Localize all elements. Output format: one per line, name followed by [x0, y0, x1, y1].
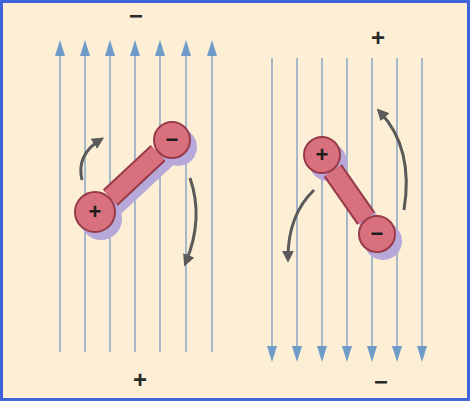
ball-circle	[154, 122, 190, 158]
bar-outline	[110, 153, 158, 198]
rotation-arrow	[81, 140, 100, 180]
field-arrowhead	[155, 40, 165, 56]
dipole-end: +	[74, 191, 116, 233]
field-line	[211, 50, 213, 352]
plate-charge: −	[374, 370, 388, 394]
field-lines-up	[55, 40, 217, 352]
rotation-arrow	[288, 190, 314, 258]
field-line	[296, 58, 298, 352]
ball-circle	[75, 192, 115, 232]
field-line	[371, 58, 373, 352]
rotation-arrow	[380, 112, 406, 210]
field-line	[271, 58, 273, 352]
dipole-shadows	[80, 128, 402, 260]
charge-sign: −	[153, 121, 191, 159]
dipole-end: +	[303, 136, 341, 174]
dipole-end: −	[358, 215, 396, 253]
field-line	[396, 58, 398, 352]
field-arrowhead	[130, 40, 140, 56]
field-arrowhead	[80, 40, 90, 56]
plate-charge: +	[133, 368, 147, 392]
charge-sign: +	[74, 191, 116, 233]
charge-sign: −	[358, 215, 396, 253]
field-line	[421, 58, 423, 352]
dipole-bar	[333, 171, 366, 219]
plate-charge: −	[129, 4, 143, 28]
field-arrowhead	[417, 346, 427, 362]
field-arrowhead	[267, 346, 277, 362]
rotation-arrows	[81, 112, 406, 262]
field-arrowhead	[55, 40, 65, 56]
field-arrowhead	[207, 40, 217, 56]
field-line	[321, 58, 323, 352]
dipole-end: −	[153, 121, 191, 159]
field-arrowhead	[342, 346, 352, 362]
field-arrowhead	[317, 346, 327, 362]
rotation-arrow	[186, 178, 196, 262]
field-line	[185, 50, 187, 352]
field-lines-down	[267, 58, 427, 362]
dipole-bar-group	[110, 153, 158, 198]
field-arrowhead	[367, 346, 377, 362]
field-arrowhead	[105, 40, 115, 56]
dipole-bar-group	[333, 171, 366, 219]
charge-sign: +	[303, 136, 341, 174]
field-line	[159, 50, 161, 352]
ball-circle	[359, 216, 395, 252]
field-arrowhead	[392, 346, 402, 362]
plate-charge: +	[371, 26, 385, 50]
ball-circle	[304, 137, 340, 173]
field-line	[59, 50, 61, 352]
field-arrowhead	[181, 40, 191, 56]
dipole-bar	[110, 153, 158, 198]
field-arrowhead	[292, 346, 302, 362]
bar-outline	[333, 171, 366, 219]
